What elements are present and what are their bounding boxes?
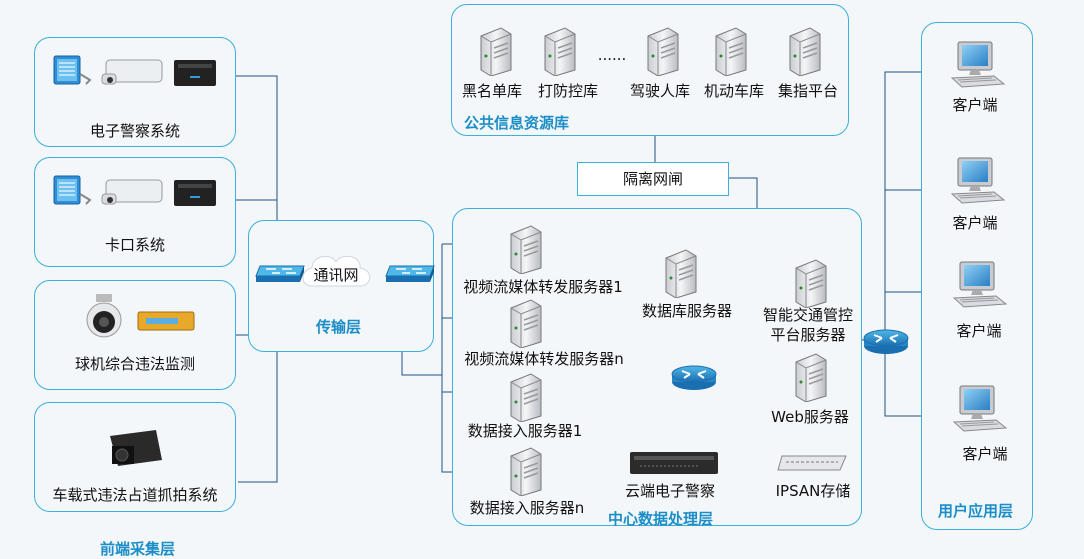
- client-label-3: 客户端: [956, 322, 1002, 340]
- public-db-ellipsis: ......: [597, 46, 627, 64]
- server-icon: [510, 299, 542, 348]
- mgmt-server-label-1: 智能交通管控: [762, 306, 853, 324]
- public-db-item-5: 集指平台: [777, 82, 838, 100]
- router-icon: [863, 329, 909, 355]
- router-icon: [671, 365, 717, 391]
- server-icon: [715, 27, 747, 76]
- storage-icon: [777, 455, 847, 471]
- switch-icon-left: [255, 265, 305, 283]
- frontend-layer-title: 前端采集层: [100, 540, 176, 558]
- server-icon: [795, 259, 827, 308]
- dome-camera-icon: [86, 294, 122, 338]
- vehicle-camera-icon: [110, 430, 162, 466]
- frontend-label-2: 卡口系统: [104, 236, 165, 254]
- server-icon: [665, 249, 697, 298]
- center-server-4: 数据接入服务器n: [469, 499, 585, 517]
- user-layer-title: 用户应用层: [938, 502, 1014, 520]
- server-icon: [789, 27, 821, 76]
- server-icon: [510, 373, 542, 422]
- client-label-2: 客户端: [952, 214, 998, 232]
- police-camera-icon: [53, 55, 217, 87]
- server-icon: [544, 27, 576, 76]
- network-label: 通讯网: [313, 266, 359, 284]
- db-server-label: 数据库服务器: [641, 302, 732, 320]
- client-computer-icon: [951, 41, 1005, 88]
- public-db-item-3: 驾驶人库: [629, 82, 690, 100]
- frontend-label-1: 电子警察系统: [89, 122, 180, 140]
- public-db-item-2: 打防控库: [537, 82, 598, 100]
- isolation-gate: 隔离网闸: [577, 162, 729, 196]
- client-label-4: 客户端: [962, 445, 1008, 463]
- center-server-3: 数据接入服务器1: [467, 422, 583, 440]
- frontend-box-1: [34, 37, 236, 147]
- frontend-box-2: [34, 157, 236, 267]
- frontend-label-3: 球机综合违法监测: [74, 355, 195, 373]
- center-server-2: 视频流媒体转发服务器n: [464, 350, 624, 368]
- public-db-item-1: 黑名单库: [461, 82, 522, 100]
- client-computer-icon: [953, 385, 1007, 432]
- mgmt-server-label-2: 平台服务器: [770, 326, 846, 344]
- encoder-box-icon: [137, 311, 195, 331]
- ipsan-label: IPSAN存储: [775, 482, 851, 500]
- rack-server-icon: [630, 452, 718, 474]
- public-db-title: 公共信息资源库: [464, 114, 570, 132]
- center-server-1: 视频流媒体转发服务器1: [463, 278, 623, 296]
- transport-layer-title: 传输层: [316, 318, 362, 336]
- frontend-box-3: [34, 280, 236, 390]
- server-icon: [510, 225, 542, 274]
- client-computer-icon: [951, 157, 1005, 204]
- client-computer-icon: [953, 261, 1007, 308]
- center-layer-title: 中心数据处理层: [608, 510, 714, 528]
- checkpoint-camera-icon: [53, 175, 217, 207]
- web-server-label: Web服务器: [771, 408, 849, 426]
- server-icon: [510, 447, 542, 496]
- server-icon: [647, 27, 679, 76]
- isolation-gate-label: 隔离网闸: [622, 170, 683, 188]
- client-label-1: 客户端: [952, 96, 998, 114]
- frontend-label-4: 车载式违法占道抓拍系统: [52, 486, 218, 504]
- cloud-icon: [302, 255, 371, 287]
- public-db-item-4: 机动车库: [703, 82, 764, 100]
- server-icon: [480, 27, 512, 76]
- switch-icon-right: [385, 265, 435, 283]
- server-icon: [795, 353, 827, 402]
- cloud-police-label: 云端电子警察: [624, 482, 715, 500]
